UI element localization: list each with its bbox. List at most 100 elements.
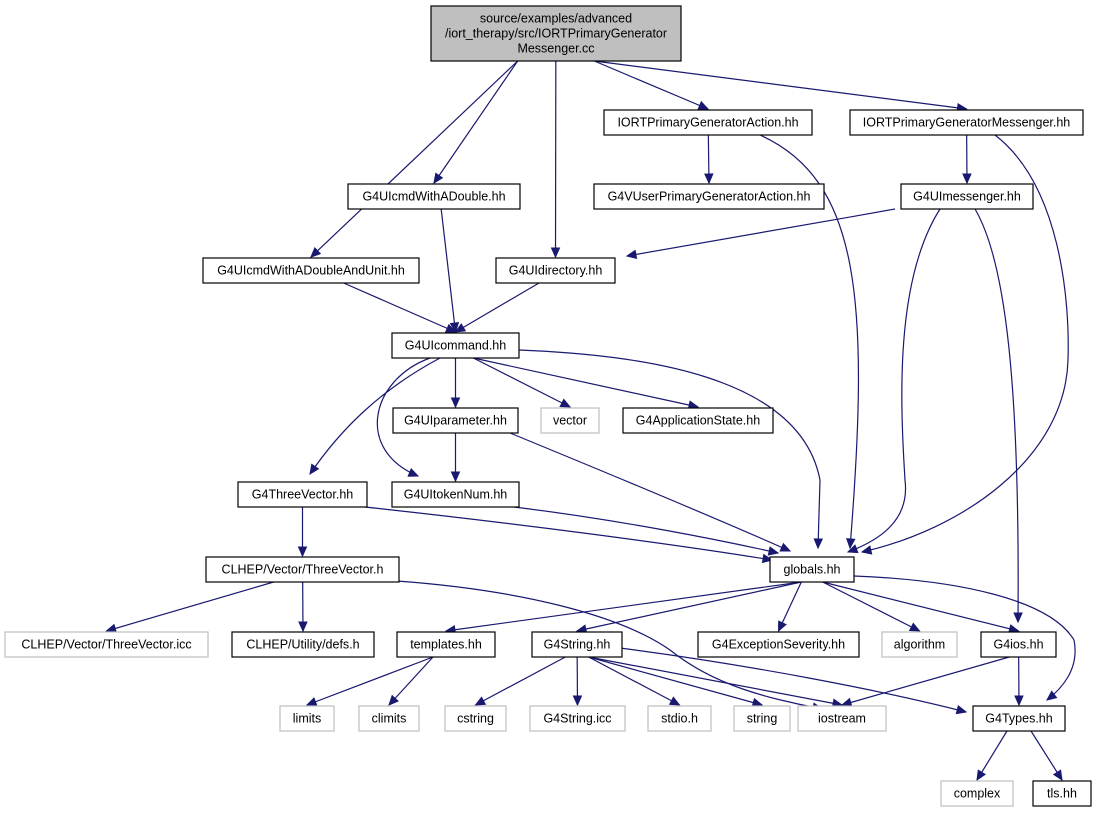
- node-label: G4UIparameter.hh: [404, 414, 507, 428]
- node-label: CLHEP/Vector/ThreeVector.h: [222, 563, 384, 577]
- edge-root-to-cmdDouble: [433, 60, 519, 185]
- node-box: [392, 407, 519, 434]
- node-box: [231, 631, 375, 658]
- node-box: [972, 705, 1066, 732]
- node-label: G4ios.hh: [993, 638, 1043, 652]
- node-globals[interactable]: globals.hh: [769, 556, 855, 583]
- node-label: G4UIcmdWithADouble.hh: [362, 190, 505, 204]
- node-templates[interactable]: templates.hh: [396, 631, 496, 658]
- node-label: string: [747, 712, 778, 726]
- arrowhead: [860, 545, 873, 555]
- node-types[interactable]: G4Types.hh: [972, 705, 1066, 732]
- node-label: vector: [553, 414, 587, 428]
- edges-layer: [105, 60, 1076, 782]
- node-box: [347, 183, 521, 210]
- node-pgm[interactable]: IORTPrimaryGeneratorMessenger.hh: [849, 109, 1084, 136]
- node-defs[interactable]: CLHEP/Utility/defs.h: [231, 631, 375, 658]
- node-command[interactable]: G4UIcommand.hh: [391, 332, 520, 359]
- edge-pgm-to-globals: [860, 134, 1069, 555]
- node-box: [647, 705, 712, 732]
- arrowhead: [559, 398, 572, 408]
- node-label: templates.hh: [410, 638, 482, 652]
- node-clhepIcc: CLHEP/Vector/ThreeVector.icc: [4, 631, 209, 658]
- node-tls[interactable]: tls.hh: [1032, 780, 1092, 807]
- arrowhead: [697, 100, 710, 110]
- node-box: [603, 109, 813, 136]
- nodes-layer: source/examples/advanced/iort_therapy/sr…: [4, 5, 1092, 807]
- edge-g4ios-to-iostream: [840, 656, 1010, 707]
- arrowhead: [407, 467, 420, 477]
- edge-pga-to-globals: [759, 134, 860, 550]
- edge-command-to-vector: [473, 357, 572, 408]
- edge-directory-to-command: [454, 282, 540, 333]
- edge-clhepVec-to-clhepIcc: [105, 581, 274, 633]
- edge-root-to-cmdDoubleUnit: [310, 60, 519, 258]
- node-box: [444, 705, 507, 732]
- node-g4ios[interactable]: G4ios.hh: [980, 631, 1057, 658]
- arrowhead: [1014, 695, 1024, 707]
- edge-g4string-to-iostream: [588, 656, 844, 708]
- arrowhead: [297, 546, 308, 558]
- arrowhead: [450, 397, 461, 409]
- edge-root-to-pgm: [594, 60, 968, 113]
- arrowhead: [433, 172, 444, 185]
- node-box: [4, 631, 209, 658]
- node-tokenNum[interactable]: G4UItokenNum.hh: [391, 481, 520, 508]
- node-cstring: cstring: [444, 705, 507, 732]
- arrowhead: [779, 542, 792, 552]
- node-parameter[interactable]: G4UIparameter.hh: [392, 407, 519, 434]
- node-cmdDouble[interactable]: G4UIcmdWithADouble.hh: [347, 183, 521, 210]
- node-clhepVec[interactable]: CLHEP/Vector/ThreeVector.h: [205, 556, 400, 583]
- node-messenger[interactable]: G4UImessenger.hh: [900, 183, 1034, 210]
- node-excSev[interactable]: G4ExceptionSeverity.hh: [697, 631, 860, 658]
- node-label: G4ExceptionSeverity.hh: [712, 638, 845, 652]
- node-root[interactable]: source/examples/advanced/iort_therapy/sr…: [430, 5, 682, 62]
- arrowhead: [813, 538, 824, 550]
- node-label: G4UIdirectory.hh: [509, 264, 603, 278]
- edge-globals-to-excSev: [777, 581, 802, 633]
- arrowhead: [767, 546, 780, 556]
- edge-command-to-threeVec: [309, 357, 441, 476]
- node-g4stringIcc: G4String.icc: [529, 705, 626, 732]
- edge-messenger-to-directory: [625, 208, 896, 260]
- arrowhead: [955, 705, 968, 715]
- node-pga[interactable]: IORTPrimaryGeneratorAction.hh: [603, 109, 813, 136]
- node-box: [697, 631, 860, 658]
- node-directory[interactable]: G4UIdirectory.hh: [495, 257, 616, 284]
- node-box: [733, 705, 791, 732]
- arrowhead: [846, 544, 859, 554]
- node-label: globals.hh: [784, 563, 841, 577]
- node-box: [202, 257, 420, 284]
- arrowhead: [976, 769, 987, 782]
- node-box: [529, 705, 626, 732]
- node-algorithm: algorithm: [881, 631, 958, 658]
- node-box: [205, 556, 400, 583]
- edge-threeVec-to-globals: [364, 506, 774, 564]
- node-label: G4UIcmdWithADoubleAndUnit.hh: [217, 264, 405, 278]
- edge-g4string-to-stdio: [588, 656, 681, 706]
- node-appState[interactable]: G4ApplicationState.hh: [622, 407, 774, 434]
- node-vupga[interactable]: G4VUserPrimaryGeneratorAction.hh: [593, 183, 825, 210]
- node-box: [358, 705, 420, 732]
- arrowhead: [388, 694, 399, 706]
- edge-cmdDoubleUnit-to-command: [343, 282, 457, 333]
- arrowhead: [449, 322, 460, 334]
- edge-types-to-tls: [1030, 730, 1063, 782]
- node-box: [797, 705, 887, 732]
- node-g4string[interactable]: G4String.hh: [531, 631, 623, 658]
- node-threeVec[interactable]: G4ThreeVector.hh: [237, 481, 368, 508]
- edge-globals-to-g4ios: [822, 581, 1020, 634]
- node-label: CLHEP/Vector/ThreeVector.icc: [21, 638, 191, 652]
- edge-root-to-pga: [594, 60, 710, 110]
- arrowhead: [474, 696, 487, 706]
- edge-templates-to-climits: [388, 656, 434, 706]
- arrowhead: [668, 696, 681, 706]
- node-label: G4String.icc: [543, 712, 611, 726]
- node-cmdDoubleUnit[interactable]: G4UIcmdWithADoubleAndUnit.hh: [202, 257, 420, 284]
- edge-g4string-to-g4stringIcc: [572, 656, 583, 707]
- edge-messenger-to-globals: [846, 208, 941, 554]
- edge-root-to-directory: [550, 60, 561, 259]
- node-stdio: stdio.h: [647, 705, 712, 732]
- arrowhead: [105, 623, 117, 633]
- edge-messenger-to-g4ios: [974, 208, 1023, 624]
